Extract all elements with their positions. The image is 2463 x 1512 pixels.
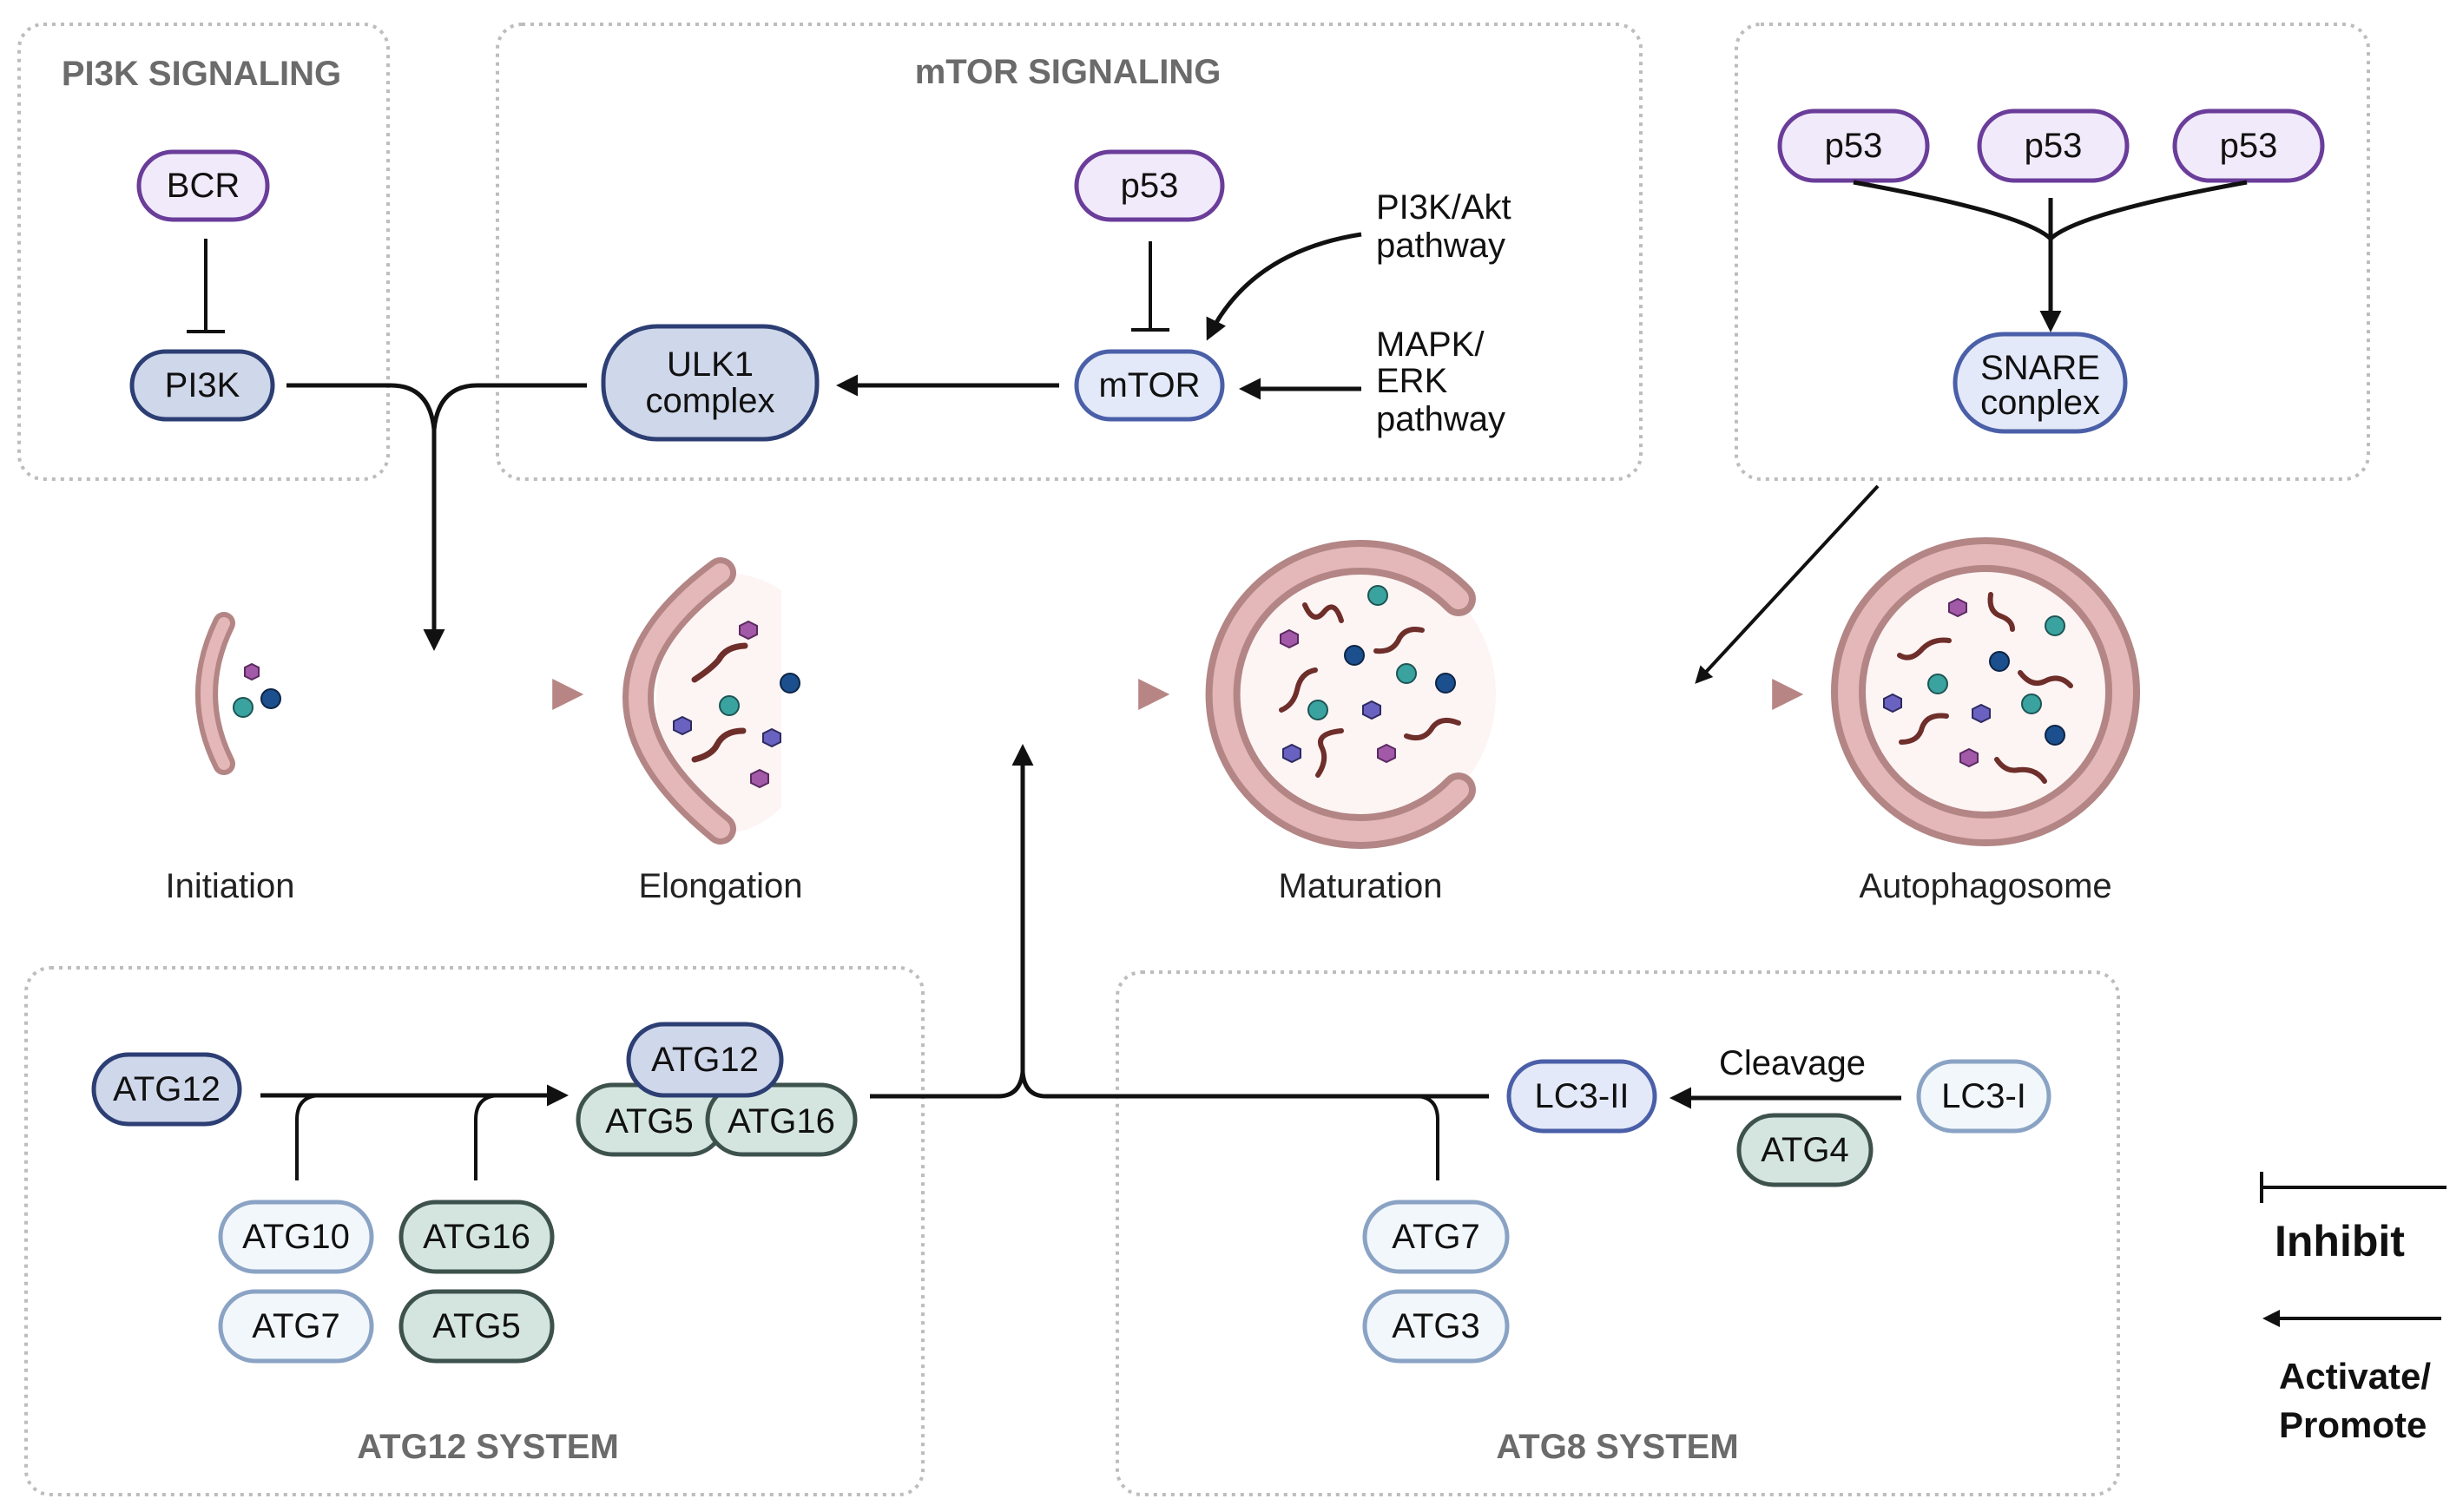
arrow-pi3k-to-initiation [286,383,445,651]
node-atg5-label: ATG5 [432,1307,521,1345]
node-atg10[interactable]: ATG10 [218,1200,374,1274]
label-cleavage: Cleavage [1719,1044,1866,1082]
node-atg4[interactable]: ATG4 [1736,1113,1874,1187]
stage-autophagosome-illustration [1831,537,2140,846]
node-p53-a-label: p53 [1825,127,1883,165]
node-ulk1-label-2: complex [646,382,775,420]
stage-label-initiation: Initiation [166,867,295,905]
stage-label-elongation: Elongation [638,867,802,905]
node-lc3-ii-label: LC3-II [1535,1077,1630,1115]
stage-elongation-illustration [622,557,800,845]
line-ulk1-merge [431,383,587,431]
label-mapk-3: pathway [1376,400,1505,438]
panel-atg8-system [1116,970,2120,1496]
panel-title-atg8: ATG8 SYSTEM [1496,1428,1738,1466]
complex-atg12 [626,1022,784,1098]
cargo-circle [233,697,254,718]
node-atg10-label: ATG10 [242,1218,350,1256]
line-atg16-atg5-cofactor [474,1094,501,1180]
node-p53-b[interactable]: p53 [1977,108,2130,183]
cargo-hexagon [244,662,260,681]
node-p53-a[interactable]: p53 [1777,108,1930,183]
stage-label-autophagosome: Autophagosome [1859,867,2111,905]
node-atg4-label: ATG4 [1761,1131,1849,1169]
node-ulk1-complex[interactable]: ULK1 complex [601,324,820,442]
line-lc3-merge [1020,1071,1489,1099]
node-pi3k-label: PI3K [165,366,240,404]
node-lc3-ii[interactable]: LC3-II [1506,1059,1657,1134]
legend-inhibit-label: Inhibit [2275,1217,2405,1265]
label-pi3k-akt-2: pathway [1376,227,1505,265]
node-p53-c-label: p53 [2220,127,2278,165]
node-mtor[interactable]: mTOR [1074,349,1225,422]
panel-title-atg12: ATG12 SYSTEM [357,1428,619,1466]
node-snare-complex[interactable]: SNARE conplex [1953,332,2128,434]
node-lc3-i[interactable]: LC3-I [1916,1059,2051,1134]
cargo-circle [260,688,281,709]
node-ulk1-label-1: ULK1 [667,345,754,384]
node-atg16-label: ATG16 [423,1218,530,1256]
panel-atg12-system [24,966,925,1496]
stage-initiation-illustration [195,612,281,775]
panel-mtor-signaling [496,23,1643,481]
node-snare-label-2: conplex [1980,384,2100,422]
complex-atg16 [705,1082,858,1157]
complex-atg5-label: ATG5 [605,1102,694,1141]
line-atg12-complex-merge [870,1071,1025,1099]
node-p53-mtor-label: p53 [1121,167,1179,205]
node-atg7-a[interactable]: ATG7 [218,1289,374,1364]
legend-activate-label-1: Activate/ [2279,1356,2431,1397]
panel-pi3k-signaling [17,23,390,481]
label-mapk-2: ERK [1376,362,1448,400]
legend-activate-label-2: Promote [2279,1404,2427,1445]
node-atg3-label: ATG3 [1392,1307,1480,1345]
node-atg7-a-label: ATG7 [252,1307,340,1345]
line-atg7-atg3-cofactor [1414,1095,1439,1180]
node-p53-mtor[interactable]: p53 [1074,149,1225,222]
panel-title-pi3k: PI3K SIGNALING [62,55,341,93]
stage-label-maturation: Maturation [1279,867,1443,905]
complex-atg16-label: ATG16 [728,1102,835,1141]
panel-snare [1735,23,2370,481]
arrow-snare-to-autophagosome [1695,484,1880,684]
line-p53-c-merge [2049,180,2248,240]
node-snare-label-1: SNARE [1980,349,2100,387]
node-atg12-free-label: ATG12 [113,1070,221,1108]
node-atg3[interactable]: ATG3 [1362,1289,1510,1364]
complex-atg12-label: ATG12 [651,1041,759,1079]
node-bcr-label: BCR [167,167,240,205]
node-atg5[interactable]: ATG5 [398,1289,555,1364]
node-atg7-b-label: ATG7 [1392,1218,1480,1256]
node-p53-c[interactable]: p53 [2172,108,2325,183]
label-mapk-1: MAPK/ [1376,325,1485,364]
node-atg7-b[interactable]: ATG7 [1362,1200,1510,1274]
node-atg16[interactable]: ATG16 [398,1200,555,1274]
node-mtor-label: mTOR [1098,366,1200,404]
arrow-pi3k-akt-to-mtor [1206,232,1362,341]
label-pi3k-akt-1: PI3K/Akt [1376,188,1511,227]
panel-title-mtor: mTOR SIGNALING [915,53,1222,91]
legend: Inhibit Activate/ Promote [2260,1172,2447,1445]
node-atg12-free[interactable]: ATG12 [91,1052,242,1127]
node-pi3k[interactable]: PI3K [129,349,275,422]
complex-atg12-atg5-atg16[interactable]: ATG12 ATG5 ATG16 [576,1022,858,1157]
stage-maturation-illustration [1205,540,1496,849]
line-atg10-atg7-cofactor [295,1094,322,1180]
node-p53-b-label: p53 [2025,127,2083,165]
line-p53-a-merge [1853,180,2052,240]
node-bcr[interactable]: BCR [136,149,270,222]
node-lc3-i-label: LC3-I [1941,1077,2026,1115]
